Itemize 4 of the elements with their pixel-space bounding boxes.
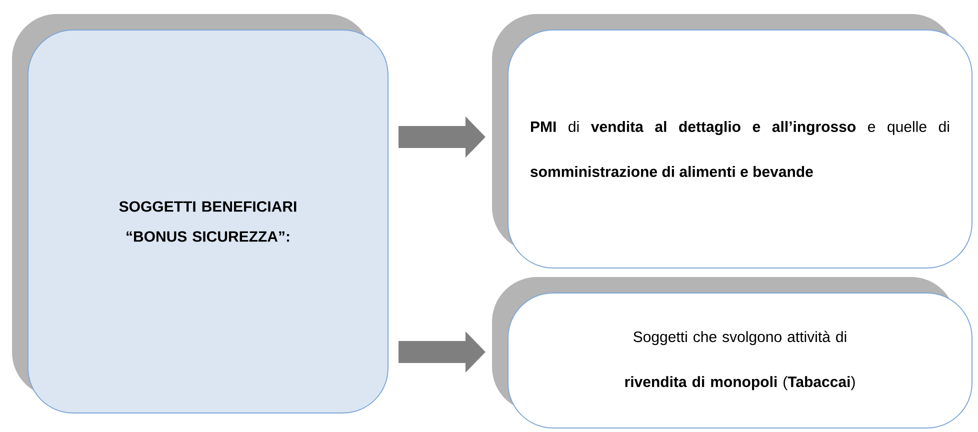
rounded-box: PMI di vendita al dettaglio e all’ingrosso e quelle di somministrazione di alimenti e bevande xyxy=(492,14,972,268)
rounded-box: Soggetti che svolgono attività di rivendita di monopoli (Tabaccai) xyxy=(492,277,972,428)
node-label: Soggetti che svolgono attività di rivendita di monopoli (Tabaccai) xyxy=(625,330,855,390)
rounded-box: SOGGETTI BENEFICIARI “BONUS SICUREZZA”: xyxy=(12,14,388,414)
